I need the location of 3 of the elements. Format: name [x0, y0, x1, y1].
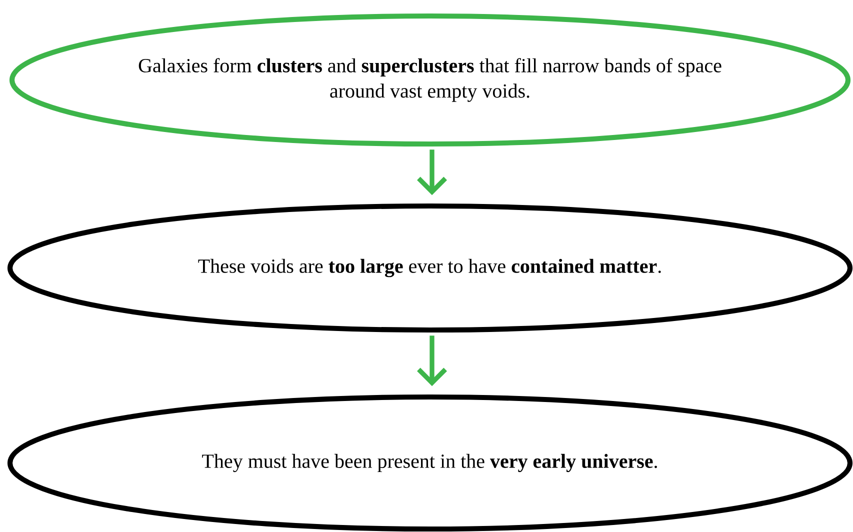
ellipse-box: These voids are too large ever to have contained matter. [7, 203, 853, 333]
ellipse-box: Galaxies form clusters and superclusters that fill narrow bands of space around vast empty voids. [9, 13, 851, 147]
ellipse-box: They must have been present in the very early universe. [7, 394, 853, 532]
